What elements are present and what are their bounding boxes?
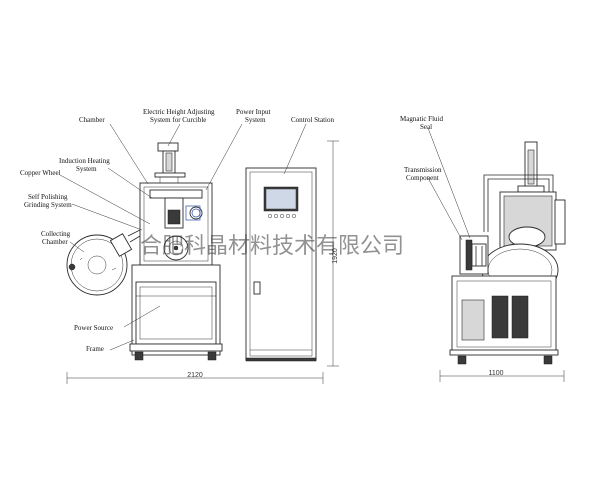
label-magnetic-1: Magnatic Fluid: [400, 115, 443, 123]
callout-labels: Chamber Electric Height Adjusting System…: [20, 108, 443, 353]
leader-lines: [59, 123, 471, 351]
label-induction-1: Induction Heating: [59, 157, 110, 165]
collecting-chamber: [66, 233, 133, 296]
label-self-polish-2: Grinding System: [24, 201, 72, 209]
dim-width-front: 2120: [187, 372, 203, 379]
dim-height: 1920: [332, 248, 339, 264]
label-power-input-1: Power Input: [236, 108, 270, 116]
height-adjust-column: [154, 142, 186, 183]
label-power-input-2: System: [245, 116, 266, 124]
side-view: 1100: [439, 141, 566, 382]
label-magnetic-2: Seal: [420, 123, 432, 131]
label-transmission-2: Component: [406, 174, 439, 182]
label-self-polish-1: Self Polishing: [28, 193, 68, 201]
label-collecting-1: Collecting: [41, 230, 71, 238]
label-transmission-1: Transmission: [404, 166, 442, 174]
dim-width-side: 1100: [488, 370, 503, 377]
label-height-adjust-2: System for Curcible: [150, 116, 206, 124]
control-station: [245, 167, 317, 362]
frame: [129, 264, 223, 361]
label-induction-2: System: [76, 165, 97, 173]
label-collecting-2: Chamber: [42, 238, 68, 246]
front-dimensions: 2120 1920: [66, 140, 339, 384]
label-chamber: Chamber: [79, 116, 105, 124]
label-copper-wheel: Copper Wheel: [20, 169, 61, 177]
company-watermark: 合肥科晶材料技术有限公司: [140, 234, 404, 259]
label-height-adjust-1: Electric Height Adjusting: [143, 108, 215, 116]
label-frame: Frame: [86, 345, 104, 353]
label-control-station: Control Station: [291, 116, 334, 124]
front-view: 2120 1920: [66, 140, 339, 384]
label-power-source: Power Source: [74, 324, 113, 332]
chamber-box: [127, 182, 213, 266]
